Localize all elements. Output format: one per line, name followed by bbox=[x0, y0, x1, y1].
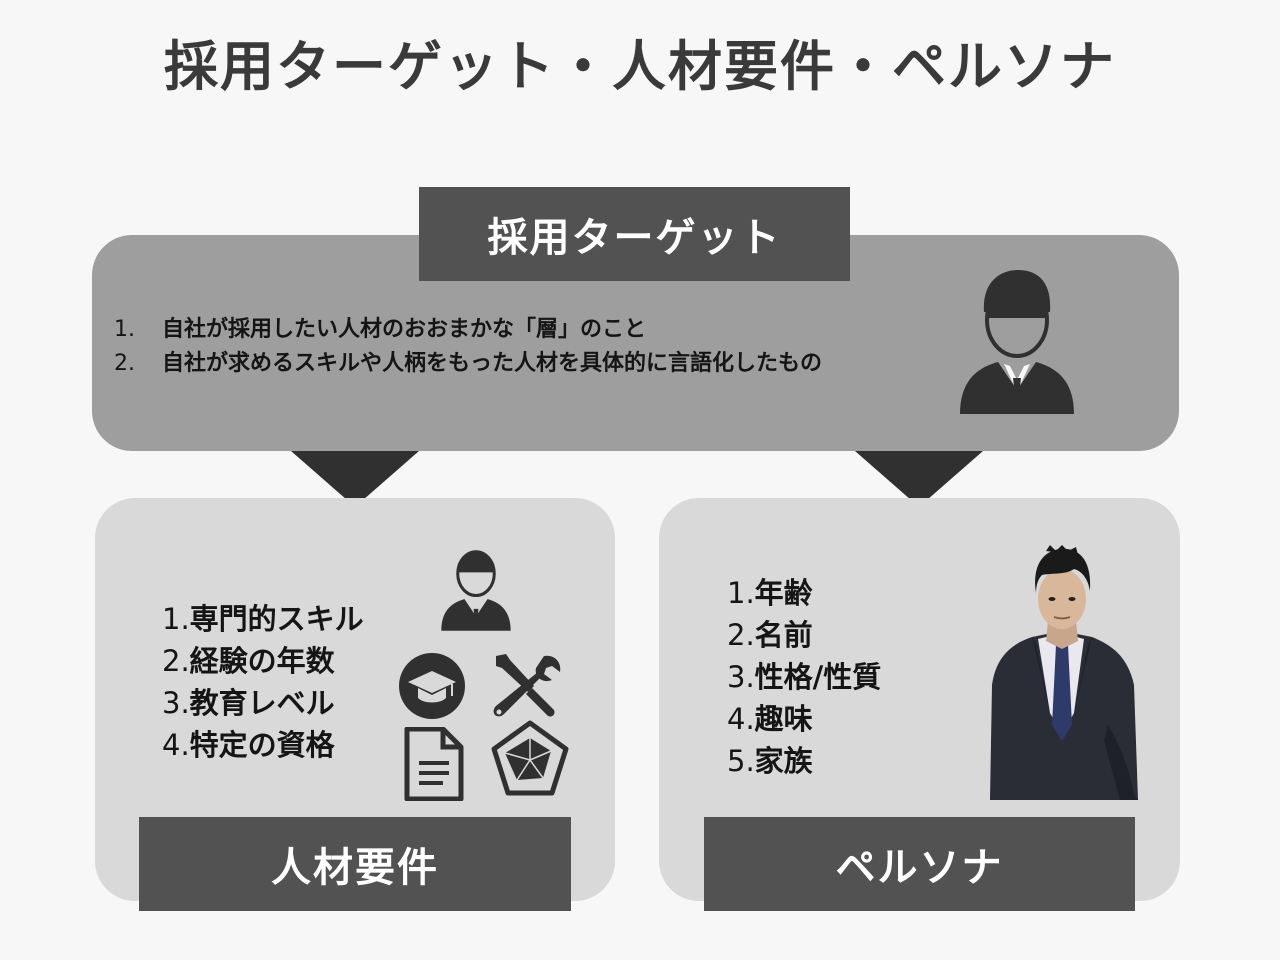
list-item: 2. 自社が求めるスキルや人柄をもった人材を具体的に言語化したもの bbox=[114, 351, 823, 376]
person-icon bbox=[960, 270, 1074, 414]
person-icon bbox=[441, 550, 511, 631]
document-icon bbox=[404, 727, 464, 801]
persona-label: ペルソナ bbox=[704, 817, 1135, 911]
list-item: 3.性格/性質 bbox=[727, 660, 882, 694]
list-item: 1.専門的スキル bbox=[162, 602, 364, 636]
businessman-photo bbox=[988, 545, 1138, 800]
list-item: 5.家族 bbox=[727, 744, 813, 778]
radar-chart-icon bbox=[491, 720, 569, 796]
list-item: 1. 自社が採用したい人材のおおまかな「層」のこと bbox=[114, 317, 647, 342]
list-item: 3.教育レベル bbox=[162, 686, 335, 720]
list-item: 2.経験の年数 bbox=[162, 644, 335, 678]
list-item: 4.趣味 bbox=[727, 702, 813, 736]
target-list: 1. 自社が採用したい人材のおおまかな「層」のこと 2. 自社が求めるスキルや人… bbox=[114, 313, 822, 381]
list-item: 1.年齢 bbox=[727, 576, 813, 610]
arrow-down-left bbox=[291, 451, 419, 507]
graduation-cap-icon bbox=[399, 653, 465, 719]
arrow-down-right bbox=[855, 451, 983, 507]
list-item: 2.名前 bbox=[727, 618, 813, 652]
tools-icon bbox=[493, 654, 561, 717]
list-item: 4.特定の資格 bbox=[162, 728, 335, 762]
page-title: 採用ターゲット・人材要件・ペルソナ bbox=[164, 35, 1116, 98]
requirements-list: 1.専門的スキル 2.経験の年数 3.教育レベル 4.特定の資格 bbox=[162, 598, 364, 766]
requirements-label: 人材要件 bbox=[139, 817, 571, 911]
persona-list: 1.年齢 2.名前 3.性格/性質 4.趣味 5.家族 bbox=[727, 572, 881, 782]
target-label: 採用ターゲット bbox=[419, 187, 850, 281]
